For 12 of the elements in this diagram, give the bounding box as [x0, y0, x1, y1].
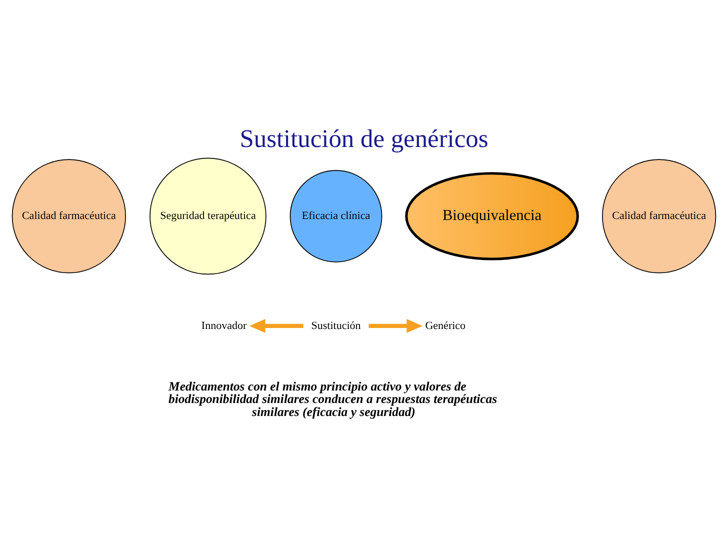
node-text: Genérico — [425, 320, 466, 332]
node-text: Innovador — [201, 320, 247, 332]
node-ellipse: Bioequivalencia — [405, 172, 579, 260]
node-circle: Eficacia clínica — [290, 170, 382, 262]
caption: Medicamentos con el mismo principio activo y valores de biodisponibilidad similares conducen a respuestas terapéuticas similares (eficacia y seguridad) — [168, 379, 498, 419]
arrow — [368, 318, 423, 333]
diagram-title: Sustitución de genéricos — [240, 124, 488, 154]
arrow — [249, 318, 304, 333]
node-circle: Seguridad terapéutica — [150, 158, 266, 275]
node-text: Sustitución — [311, 320, 361, 332]
node-circle: Calidad farmacéutica — [12, 159, 126, 274]
node-circle: Calidad farmacéutica — [602, 159, 716, 274]
